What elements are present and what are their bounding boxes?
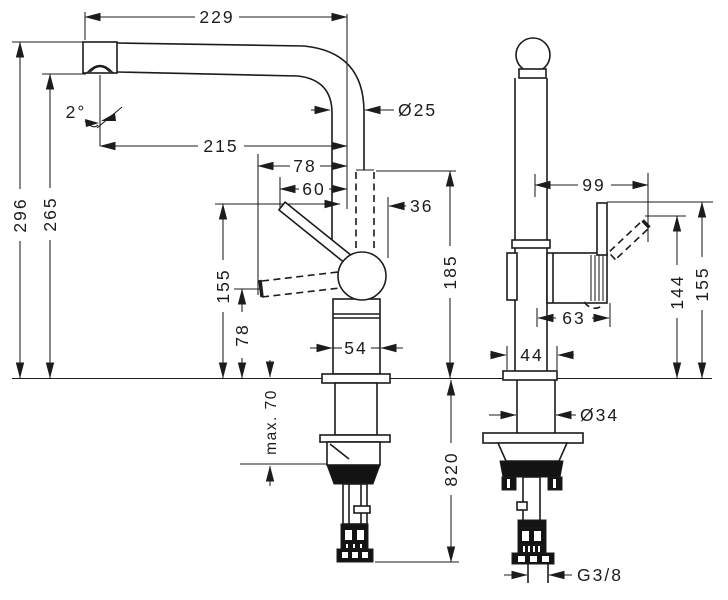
- dim-label-63: 63: [562, 308, 585, 328]
- dim-side-144: 144: [645, 215, 687, 379]
- side-rod-clip: [516, 501, 528, 511]
- screw-slit: [553, 479, 556, 488]
- dim-side-155: 155: [607, 201, 713, 379]
- handle-lever-up: [596, 202, 608, 256]
- dim-label-max70: max. 70: [263, 389, 280, 455]
- handle-swing-arc: [583, 301, 603, 310]
- dim-label-78v: 78: [232, 323, 252, 346]
- dim-height-296: 296: [10, 41, 88, 379]
- spout-collar: [518, 68, 547, 79]
- side-clamp-bottom: [517, 544, 547, 554]
- spout-top-circle: [515, 37, 551, 73]
- side-clamp-top: [517, 519, 547, 529]
- dim-hose-820: 820: [375, 379, 461, 563]
- dim-label-155-front: 155: [213, 268, 233, 303]
- side-dark-band: [499, 460, 564, 478]
- housing-back: [506, 252, 518, 301]
- dim-max-thickness-70: max. 70: [240, 360, 327, 486]
- dim-offset-36: 36: [387, 196, 433, 258]
- nut-window: [518, 556, 525, 562]
- dim-offset-60: 60: [279, 177, 348, 208]
- dim-label-99: 99: [582, 175, 605, 195]
- handle-pivot: [337, 251, 387, 301]
- handle-lever-lowered-top: [261, 271, 339, 282]
- base-flange: [321, 373, 391, 384]
- aerator-inner: [89, 65, 111, 73]
- spout-tip: [82, 41, 118, 74]
- dim-side-63: 63: [536, 303, 611, 328]
- connector-window: [352, 552, 358, 558]
- nut-window: [542, 556, 549, 562]
- hose-clamp-window-right: [357, 530, 364, 540]
- dim-height-78-front: 78: [232, 288, 261, 379]
- dim-label-820: 820: [441, 451, 461, 486]
- handle-lever-lowered-bottom: [261, 287, 341, 298]
- clamp-slit: [538, 546, 540, 552]
- dim-label-155-side: 155: [692, 266, 712, 301]
- dim-label-215: 215: [203, 136, 238, 156]
- dim-height-155-front: 155: [213, 203, 233, 379]
- dim-label-dia34: Ø34: [580, 405, 619, 425]
- handle-lever-tilted: [607, 219, 651, 261]
- spout-outer-edge: [116, 42, 365, 170]
- dim-label-144: 144: [667, 274, 687, 309]
- clamp-slit: [360, 544, 362, 548]
- nut-window: [530, 556, 537, 562]
- clamp-slit: [346, 544, 348, 548]
- dim-label-dia25: Ø25: [398, 100, 437, 120]
- dim-label-angle: 2°: [66, 102, 87, 122]
- dim-body-54: 54: [310, 338, 403, 358]
- dim-shank-dia-34: Ø34: [489, 405, 619, 425]
- side-view-faucet: [482, 37, 651, 583]
- dim-height-185: 185: [376, 170, 460, 379]
- dim-label-265: 265: [40, 196, 60, 231]
- hose-clamp-window-left: [345, 530, 352, 540]
- dim-label-36: 36: [410, 196, 433, 216]
- side-base: [502, 370, 558, 381]
- clamp-slit: [353, 544, 355, 548]
- dim-side-reach-99: 99: [534, 173, 649, 242]
- dim-label-185: 185: [440, 254, 460, 289]
- side-flange: [482, 432, 584, 444]
- dim-spout-dia-25: Ø25: [311, 100, 437, 120]
- clamp-window: [534, 531, 541, 541]
- dim-base-44: 44: [490, 345, 574, 370]
- aerator-outer: [86, 64, 114, 74]
- connector-window: [342, 552, 348, 558]
- dim-spout-len-215: 215: [99, 136, 348, 156]
- threaded-stem: [342, 483, 368, 525]
- dim-spout-reach-229: 229: [84, 7, 348, 40]
- handle-housing: [546, 252, 608, 304]
- pipe-ring: [511, 239, 551, 249]
- dim-offset-78: 78: [257, 154, 348, 295]
- dim-spout-angle: 2°: [66, 75, 123, 146]
- dim-label-54: 54: [344, 338, 367, 358]
- side-cone: [496, 442, 569, 462]
- mounting-box-mark: [329, 443, 350, 460]
- shank-tube: [334, 382, 378, 436]
- front-view-faucet: [82, 14, 391, 563]
- side-rod: [522, 476, 541, 524]
- dim-label-g38: G3/8: [577, 565, 623, 585]
- dim-label-229: 229: [199, 7, 234, 27]
- clamp-slit: [528, 546, 530, 552]
- connector-window: [362, 552, 368, 558]
- stem-clip: [353, 505, 371, 514]
- dim-label-78h: 78: [293, 156, 316, 176]
- dim-thread-g38: G3/8: [504, 565, 623, 585]
- dim-label-60: 60: [302, 179, 325, 199]
- spout-inner-edge: [116, 71, 333, 252]
- mounting-cone: [326, 464, 381, 485]
- clamp-slit: [523, 546, 525, 552]
- mounting-plate: [319, 434, 391, 443]
- dim-label-44: 44: [520, 345, 543, 365]
- screw-slit: [507, 479, 510, 488]
- clamp-window: [522, 531, 529, 541]
- dim-label-296: 296: [10, 197, 30, 232]
- mounting-box: [326, 441, 381, 466]
- clamp-slit: [533, 546, 535, 552]
- faucet-body: [332, 298, 381, 375]
- dim-height-265: 265: [40, 73, 86, 379]
